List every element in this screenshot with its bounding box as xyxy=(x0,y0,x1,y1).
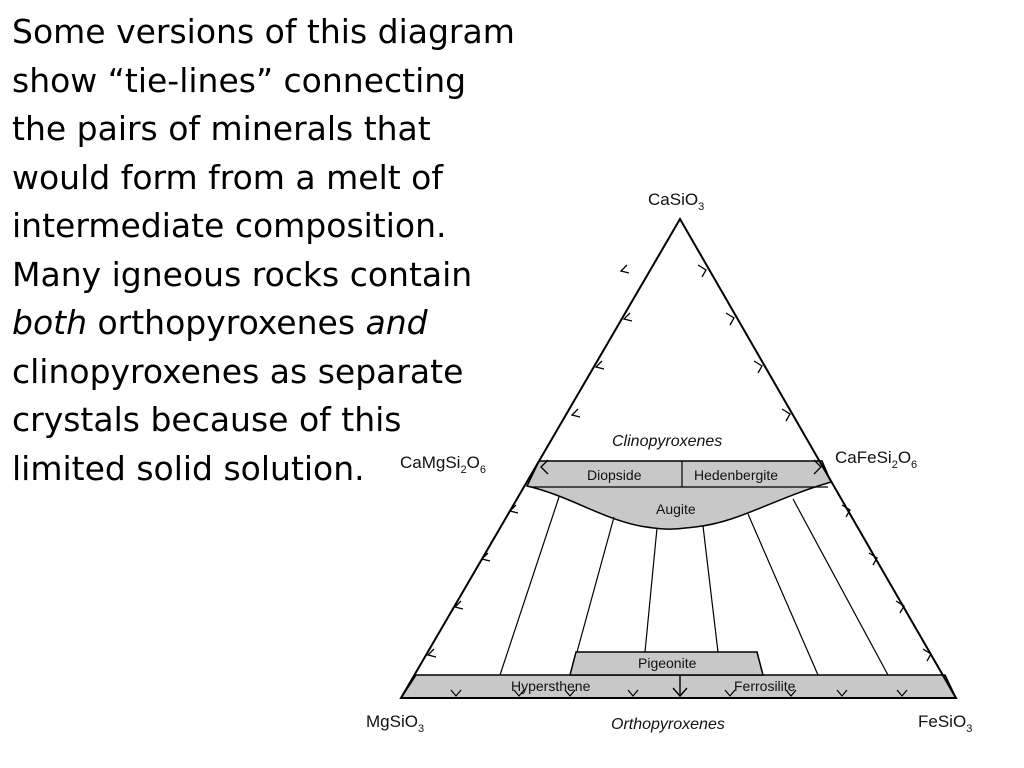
clinopyroxene-field xyxy=(525,460,833,530)
arrow-left-5 xyxy=(508,504,519,514)
arrow-clino-right xyxy=(813,459,822,475)
explanation-text: Some versions of this diagram show “tie-… xyxy=(12,8,592,493)
ferrosilite-label: Ferrosilite xyxy=(734,678,796,694)
arrow-ortho-5 xyxy=(724,689,736,697)
right-edge-arrows xyxy=(697,264,932,662)
arrow-left-1 xyxy=(619,264,630,274)
arrow-left-4 xyxy=(570,408,581,418)
tie-line-1 xyxy=(499,496,560,676)
arrow-right-2 xyxy=(725,312,735,326)
arrow-right-7 xyxy=(895,600,905,614)
arrow-left-6 xyxy=(480,552,491,562)
arrow-left-3 xyxy=(594,360,605,370)
tie-line-2 xyxy=(576,516,615,653)
augite-label: Augite xyxy=(656,501,696,517)
tie-line-5 xyxy=(747,513,819,676)
text-line-2: show “tie-lines” connecting xyxy=(12,60,467,100)
text-line-3: the pairs of minerals that xyxy=(12,109,431,148)
arrow-ortho-7 xyxy=(836,689,848,697)
arrow-right-5 xyxy=(841,504,851,518)
emphasis-and: and xyxy=(365,303,428,342)
text-line-4: would form from a melt of xyxy=(12,157,443,197)
pigeonite-label: Pigeonite xyxy=(638,655,697,671)
edge-label-cafesi2o6: CaFeSi2O6 xyxy=(835,448,917,471)
arrow-ortho-4 xyxy=(627,689,639,697)
pigeonite-field xyxy=(569,651,764,676)
arrow-clino-left xyxy=(540,459,549,475)
left-edge-arrows xyxy=(426,264,633,658)
tie-line-4 xyxy=(702,525,719,653)
arrow-right-8 xyxy=(922,648,932,662)
text-line-8: clinopyroxenes as separate xyxy=(12,351,464,391)
diopside-label: Diopside xyxy=(587,467,642,483)
arrow-right-6 xyxy=(868,552,878,566)
text-line-7-middle: orthopyroxenes xyxy=(87,303,366,342)
arrow-ortho-8 xyxy=(896,689,908,697)
apex-label-casio3: CaSiO3 xyxy=(648,190,704,213)
edge-label-camgsi2o6: CaMgSi2O6 xyxy=(400,453,486,476)
ortho-band-arrows xyxy=(450,689,908,697)
text-line-5: intermediate composition. xyxy=(12,206,447,245)
tie-line-6 xyxy=(792,498,889,676)
text-line-1: Some versions of this diagram xyxy=(12,12,515,51)
arrow-ortho-3 xyxy=(564,689,576,697)
arrow-left-2 xyxy=(622,312,633,322)
emphasis-both: both xyxy=(12,303,87,342)
text-line-9: crystals because of this xyxy=(12,400,402,439)
arrow-ortho-6 xyxy=(785,689,797,697)
hypersthene-label: Hypersthene xyxy=(511,678,591,694)
vertex-label-fesio3: FeSiO3 xyxy=(918,712,972,735)
central-down-arrow xyxy=(672,676,688,698)
arrow-left-7 xyxy=(453,600,464,610)
vertex-label-mgsio3: MgSiO3 xyxy=(366,712,424,735)
arrow-ortho-2 xyxy=(513,689,525,697)
arrow-ortho-1 xyxy=(450,689,462,697)
clinopyroxenes-title: Clinopyroxenes xyxy=(612,433,722,450)
arrow-right-1 xyxy=(697,264,707,278)
text-line-6: Many igneous rocks contain xyxy=(12,254,473,294)
clino-strip-arrows xyxy=(540,459,822,475)
tie-line-3 xyxy=(644,527,658,653)
ternary-triangle xyxy=(399,217,958,699)
arrow-right-4 xyxy=(781,408,791,422)
tie-lines xyxy=(499,496,889,676)
arrow-right-3 xyxy=(753,360,763,374)
orthopyroxenes-title: Orthopyroxenes xyxy=(611,716,725,733)
arrow-left-8 xyxy=(426,648,437,658)
text-line-7: both orthopyroxenes and xyxy=(12,299,592,348)
text-line-10: limited solid solution. xyxy=(12,448,365,488)
hedenbergite-label: Hedenbergite xyxy=(694,467,778,483)
